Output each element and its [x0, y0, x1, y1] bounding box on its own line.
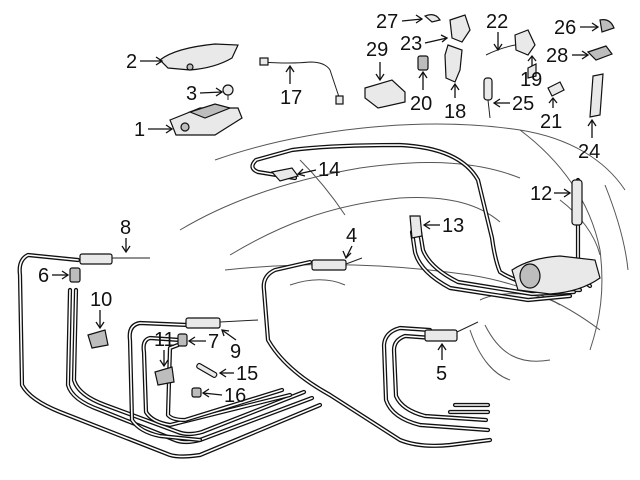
callout-25: 25 [492, 93, 534, 115]
part-25-rod [483, 77, 493, 119]
part-3-clip [222, 84, 234, 100]
callout-label: 16 [224, 385, 246, 407]
part-18-actuator [444, 44, 463, 83]
callout-label: 24 [578, 141, 600, 163]
callout-label: 14 [318, 159, 340, 181]
callout-label: 21 [540, 111, 562, 133]
callout-label: 23 [400, 33, 422, 55]
callout-label: 17 [280, 87, 302, 109]
part-23-bracket [449, 14, 471, 43]
callout-label: 15 [236, 363, 258, 385]
callout-9: 9 [221, 329, 241, 363]
callout-label: 12 [530, 183, 552, 205]
part-11-valve [154, 366, 175, 386]
callout-19: 19 [520, 54, 542, 91]
callout-label: 18 [444, 101, 466, 123]
part-15-pin [196, 362, 218, 378]
callout-label: 9 [230, 341, 241, 363]
callout-29: 29 [366, 39, 388, 82]
part-21-latch [547, 81, 565, 97]
callout-10: 10 [90, 289, 112, 330]
part-14-sensor [270, 167, 300, 182]
callout-label: 11 [154, 329, 175, 351]
callout-26: 26 [554, 17, 600, 39]
callout-label: 5 [436, 363, 447, 385]
part-9-cylinder [185, 317, 259, 329]
callout-15: 15 [218, 363, 258, 385]
callout-label: 6 [38, 265, 49, 287]
callout-label: 22 [486, 11, 508, 33]
part-17-cable [259, 57, 344, 105]
callout-label: 13 [442, 215, 464, 237]
callout-5: 5 [436, 342, 447, 385]
callout-17: 17 [280, 64, 302, 109]
callout-22: 22 [486, 11, 508, 52]
callout-28: 28 [546, 45, 590, 67]
callout-24: 24 [578, 118, 600, 163]
callout-16: 16 [201, 385, 246, 407]
part-28-pad [586, 45, 613, 61]
callout-23: 23 [400, 33, 449, 55]
callout-3: 3 [186, 83, 224, 105]
callout-label: 25 [512, 93, 534, 115]
callout-2: 2 [126, 51, 164, 73]
callout-label: 28 [546, 45, 568, 67]
callout-8: 8 [120, 217, 131, 254]
callout-label: 3 [186, 83, 197, 105]
callout-label: 27 [376, 11, 398, 33]
callout-18: 18 [444, 82, 466, 123]
callout-21: 21 [540, 96, 562, 133]
part-8-cylinder [79, 253, 150, 265]
part-29-module [364, 79, 406, 109]
callout-6: 6 [38, 265, 70, 287]
part-20-sensor [417, 55, 429, 71]
part-13-bracket [409, 215, 423, 239]
callout-label: 26 [554, 17, 576, 39]
part-12-cylinder [571, 179, 583, 226]
part-4-cylinder [311, 257, 363, 271]
callout-27: 27 [376, 11, 424, 33]
callout-label: 1 [134, 119, 145, 141]
callout-1: 1 [134, 119, 174, 141]
hydraulic-pump-unit [511, 255, 601, 295]
part-27-hook [423, 14, 441, 23]
part-26-cap [599, 19, 615, 33]
part-1-control-unit [169, 103, 243, 136]
part-10-valve [87, 329, 109, 349]
part-2-cover [159, 43, 239, 71]
callout-label: 2 [126, 51, 137, 73]
callout-label: 20 [410, 93, 432, 115]
callout-label: 29 [366, 39, 388, 61]
callout-label: 4 [346, 225, 357, 247]
callout-label: 7 [208, 331, 219, 353]
part-16-clip [191, 387, 202, 398]
callout-13: 13 [422, 215, 464, 237]
part-22-switch [485, 29, 536, 56]
callout-12: 12 [530, 183, 572, 205]
callout-label: 8 [120, 217, 131, 239]
callout-11: 11 [154, 329, 175, 368]
hydraulic-lines-left [17, 252, 493, 459]
part-24-strip [589, 73, 604, 118]
callout-20: 20 [410, 70, 432, 115]
callout-14: 14 [296, 159, 340, 181]
part-19-lever [527, 63, 537, 79]
car-body-outline [179, 123, 629, 381]
part-7-fitting [177, 333, 188, 347]
callout-4: 4 [342, 225, 357, 260]
callout-label: 19 [520, 69, 542, 91]
part-5-cylinder [424, 321, 479, 342]
callout-label: 10 [90, 289, 112, 311]
part-6-fitting [69, 267, 81, 283]
callout-7: 7 [187, 331, 219, 353]
